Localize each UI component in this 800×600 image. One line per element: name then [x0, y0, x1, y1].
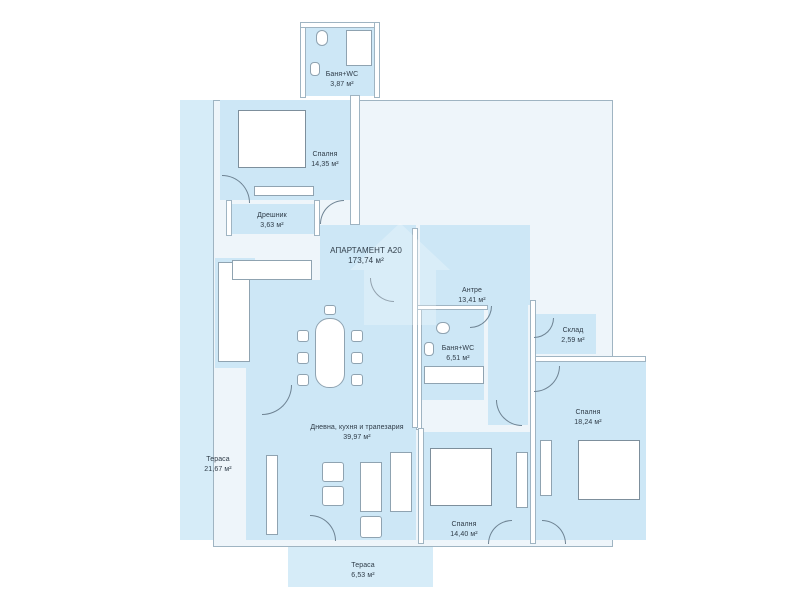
room-area: 14,35 м² — [311, 161, 339, 168]
toilet — [316, 30, 328, 46]
room-name: Тераса — [351, 562, 375, 569]
bath-1-wall-top — [300, 22, 380, 28]
bed-bedroom-3 — [430, 448, 492, 506]
room-name: Спалня — [575, 409, 601, 416]
room-hall — [420, 225, 530, 305]
terrace-bottom-area — [288, 543, 433, 587]
room-area: 18,24 м² — [574, 419, 602, 426]
bedroom3-left-wall — [418, 428, 424, 544]
room-name: Спалня — [451, 521, 477, 528]
armchair — [322, 486, 344, 506]
room-name: Склад — [562, 327, 584, 334]
room-area: 2,59 м² — [561, 337, 585, 344]
watermark-logo-icon — [350, 223, 450, 325]
room-area: 13,41 м² — [458, 297, 486, 304]
shower — [346, 30, 372, 66]
dining-chair — [297, 352, 309, 364]
label-terrace-2: Тераса 6,53 м² — [351, 561, 375, 581]
room-name: Баня+WC — [325, 71, 359, 78]
room-living-upper — [320, 225, 416, 285]
kitchen-counter-top — [232, 260, 312, 280]
sofa — [390, 452, 412, 512]
wardrobe-unit — [254, 186, 314, 196]
coffee-table — [360, 462, 382, 512]
room-area: 39,97 м² — [343, 434, 371, 441]
armchair — [322, 462, 344, 482]
room-name: Баня+WC — [441, 345, 475, 352]
label-bath-2: Баня+WC 6,51 м² — [442, 344, 475, 364]
wardrobe-unit — [516, 452, 528, 508]
wardrobe-wall-right — [314, 200, 320, 236]
label-bedroom-2: Спалня 18,24 м² — [574, 408, 601, 428]
room-area: 21,67 м² — [204, 466, 232, 473]
sink — [310, 62, 320, 76]
bed-bedroom-2 — [578, 440, 640, 500]
room-area: 3,63 м² — [260, 222, 284, 229]
toilet — [436, 322, 450, 334]
room-name: Спалня — [312, 151, 338, 158]
dining-table — [315, 318, 345, 388]
label-hall: Антре 13,41 м² — [458, 286, 485, 306]
dining-chair — [297, 374, 309, 386]
tv-unit — [266, 455, 278, 535]
dining-chair — [351, 374, 363, 386]
room-name: Дневна, кухня и трапезария — [310, 424, 404, 431]
apartment-title: АПАРТАМЕНТ А20 — [330, 246, 402, 255]
living-right-wall — [412, 228, 418, 428]
bath-1-wall-right — [374, 22, 380, 98]
partition-wall — [530, 300, 536, 544]
wardrobe-unit — [540, 440, 552, 496]
room-name: Антре — [461, 287, 483, 294]
room-area: 14,40 м² — [450, 531, 478, 538]
bedroom2-top-wall — [534, 356, 646, 362]
room-area: 6,51 м² — [446, 355, 470, 362]
bed-bedroom-1 — [238, 110, 306, 168]
sink — [424, 342, 434, 356]
label-bedroom-3: Спалня 14,40 м² — [450, 520, 477, 540]
label-terrace-1: Тераса 21,67 м² — [204, 455, 231, 475]
bath-1-wall — [300, 22, 306, 98]
dining-chair — [324, 305, 336, 315]
room-area: 3,87 м² — [330, 81, 354, 88]
label-storage: Склад 2,59 м² — [561, 326, 584, 346]
room-name: Тераса — [206, 456, 230, 463]
bedroom1-right-wall — [350, 95, 360, 225]
room-wardrobe — [232, 204, 314, 234]
dining-chair — [351, 330, 363, 342]
label-bath-1: Баня+WC 3,87 м² — [326, 70, 359, 90]
apartment-total-area: 173,74 м² — [348, 256, 384, 265]
armchair — [360, 516, 382, 538]
room-area: 6,53 м² — [351, 572, 375, 579]
room-name: Дрешник — [257, 212, 287, 219]
label-apartment-title: АПАРТАМЕНТ А20 173,74 м² — [330, 246, 402, 266]
dining-chair — [297, 330, 309, 342]
dining-chair — [351, 352, 363, 364]
bathtub — [424, 366, 484, 384]
label-living: Дневна, кухня и трапезария 39,97 м² — [310, 423, 403, 443]
label-wardrobe: Дрешник 3,63 м² — [257, 211, 287, 231]
wardrobe-wall — [226, 200, 232, 236]
label-bedroom-1: Спалня 14,35 м² — [311, 150, 338, 170]
